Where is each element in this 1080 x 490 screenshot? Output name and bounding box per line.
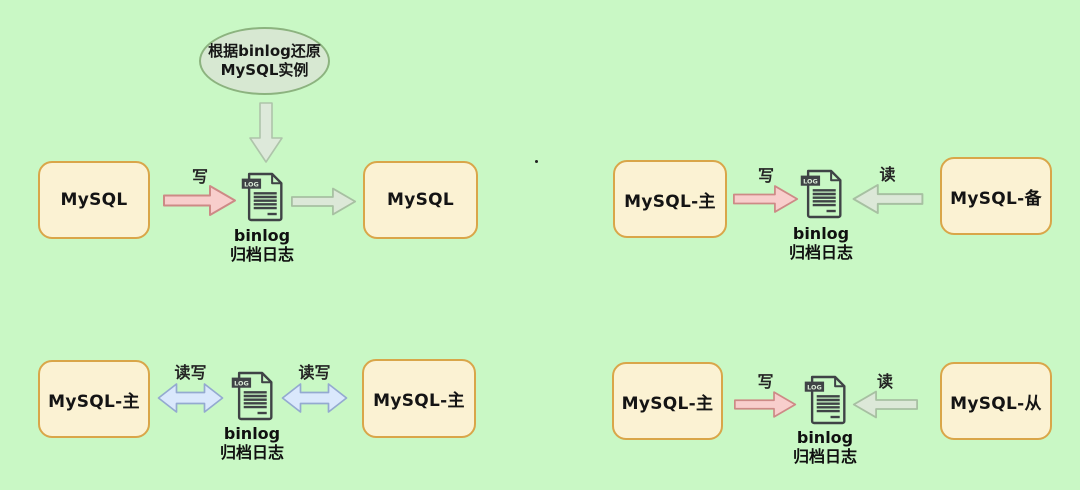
write-arrow-label-tl: 写: [191, 167, 208, 186]
binlog-file-tl: LOG: [239, 171, 285, 223]
node-mysql-primary-br: MySQL-主: [612, 362, 723, 440]
binlog-file-icon: LOG: [800, 169, 842, 219]
right-arrow-icon: [163, 185, 236, 216]
right-arrow-icon: [291, 187, 357, 216]
node-label: MySQL-主: [621, 393, 714, 414]
double-arrow-icon: [281, 383, 348, 413]
binlog-file-tr: LOG: [798, 168, 844, 220]
node-mysql-primary-bl-left: MySQL-主: [38, 360, 150, 438]
restore-note-line2: MySQL实例: [220, 61, 309, 79]
write-arrow-tl: [163, 184, 237, 217]
down-arrow: [249, 102, 283, 164]
left-arrow-icon: [852, 390, 918, 419]
read-arrow-label-tr: 读: [879, 165, 896, 184]
stray-dot: [535, 160, 538, 163]
read-arrow-br: [852, 389, 918, 420]
readwrite-arrow-bl-left: [157, 382, 224, 414]
binlog-caption-line2: 归档日志: [219, 443, 284, 462]
binlog-file-icon: LOG: [231, 371, 273, 421]
read-arrow-label-br: 读: [876, 372, 893, 391]
binlog-caption-line1: binlog: [792, 224, 850, 243]
binlog-caption-line1: binlog: [233, 226, 291, 245]
svg-text:LOG: LOG: [244, 180, 259, 188]
node-mysql-primary-bl-right: MySQL-主: [362, 359, 476, 438]
binlog-file-icon: LOG: [804, 375, 846, 425]
node-label: MySQL-备: [950, 188, 1042, 209]
binlog-file-br: LOG: [802, 374, 848, 426]
restore-note-ellipse: 根据binlog还原 MySQL实例: [199, 27, 330, 95]
right-arrow-icon: [734, 391, 797, 418]
binlog-file-bl: LOG: [229, 370, 275, 422]
write-arrow-label-br: 写: [757, 372, 774, 391]
binlog-caption-br: binlog 归档日志: [765, 428, 885, 466]
binlog-caption-tr: binlog 归档日志: [761, 224, 881, 262]
restore-arrow-tl: [291, 185, 357, 218]
read-arrow-tr: [850, 183, 925, 215]
node-label: MySQL-主: [373, 391, 465, 411]
node-mysql-primary-tr: MySQL-主: [613, 160, 727, 238]
binlog-caption-line2: 归档日志: [792, 447, 857, 466]
restore-note-line1: 根据binlog还原: [208, 42, 321, 60]
write-arrow-tr: [733, 183, 799, 215]
readwrite-label-bl-right: 读写: [298, 363, 331, 382]
readwrite-arrow-bl-right: [281, 382, 348, 414]
node-label: MySQL: [386, 190, 455, 210]
binlog-caption-line2: 归档日志: [229, 245, 294, 264]
node-label: MySQL-主: [624, 191, 716, 212]
binlog-caption-line1: binlog: [796, 428, 854, 447]
node-mysql-replica-br: MySQL-从: [940, 362, 1052, 440]
node-mysql-tl-left: MySQL: [38, 161, 150, 239]
node-label: MySQL-从: [950, 393, 1042, 414]
node-mysql-tl-right: MySQL: [363, 161, 478, 239]
write-arrow-br: [734, 389, 797, 420]
binlog-file-icon: LOG: [241, 172, 283, 222]
svg-text:LOG: LOG: [807, 383, 822, 391]
node-mysql-backup-tr: MySQL-备: [940, 157, 1052, 235]
down-arrow-icon: [249, 102, 283, 163]
svg-text:LOG: LOG: [234, 379, 249, 387]
node-label: MySQL-主: [48, 391, 140, 412]
double-arrow-icon: [157, 383, 224, 413]
binlog-caption-line1: binlog: [223, 424, 281, 443]
binlog-caption-line2: 归档日志: [788, 243, 853, 262]
svg-text:LOG: LOG: [803, 177, 818, 185]
right-arrow-icon: [733, 185, 799, 213]
write-arrow-label-tr: 写: [757, 166, 774, 185]
binlog-caption-tl: binlog 归档日志: [202, 226, 322, 264]
binlog-caption-bl: binlog 归档日志: [192, 424, 312, 462]
left-arrow-icon: [852, 183, 924, 215]
node-label: MySQL: [60, 190, 128, 210]
readwrite-label-bl-left: 读写: [174, 363, 207, 382]
